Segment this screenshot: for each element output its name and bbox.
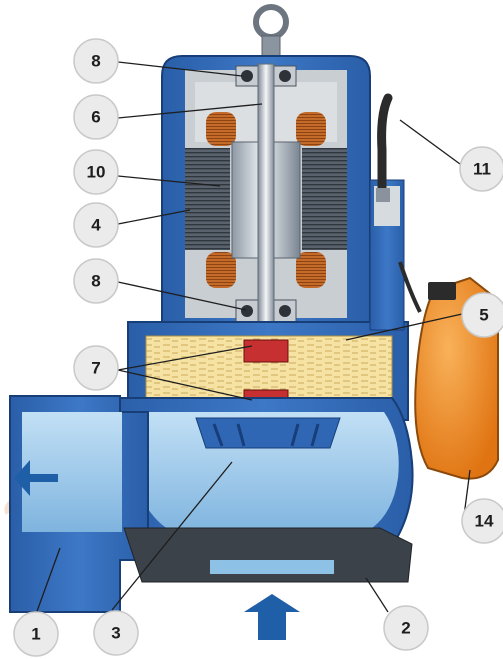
callout-circle — [383, 605, 429, 651]
callout-label: 4 — [91, 216, 101, 235]
leader-lines — [35, 61, 471, 615]
callout-circle — [73, 94, 119, 140]
cable-gland — [369, 93, 405, 331]
pump-volute — [109, 397, 414, 547]
callout-label: 5 — [479, 306, 488, 325]
callout-c8b: 8 — [73, 258, 119, 304]
callout-circle — [461, 292, 503, 338]
callout-label: 8 — [91, 52, 100, 71]
callout-c7: 7 — [73, 345, 119, 391]
callout-label: 8 — [91, 272, 100, 291]
callout-label: 10 — [87, 163, 106, 182]
inlet-flow-arrow — [244, 594, 300, 640]
callout-c6: 6 — [73, 94, 119, 140]
callout-circle — [73, 345, 119, 391]
callout-c14: 14 — [461, 498, 503, 544]
callout-c10: 10 — [73, 149, 119, 195]
callout-label: 14 — [475, 512, 494, 531]
callout-c4: 4 — [73, 202, 119, 248]
callout-c5: 5 — [461, 292, 503, 338]
discharge-arrow — [14, 460, 58, 496]
callout-c3: 3 — [93, 610, 139, 656]
callout-label: 11 — [473, 160, 491, 179]
callout-circle — [93, 610, 139, 656]
callout-label: 6 — [91, 108, 100, 127]
callout-c11: 11 — [459, 146, 503, 192]
discharge-outlet — [9, 395, 149, 613]
impeller — [195, 417, 341, 449]
callout-c1: 1 — [13, 611, 59, 657]
callout-circle — [459, 146, 503, 192]
callout-label: 1 — [31, 625, 40, 644]
base-suction — [123, 527, 413, 583]
callout-label: 2 — [401, 619, 410, 638]
callout-circle — [73, 149, 119, 195]
callout-circle — [13, 611, 59, 657]
callout-circle — [73, 202, 119, 248]
callout-circle — [73, 38, 119, 84]
callout-label: 7 — [91, 359, 100, 378]
upper-seal — [243, 339, 289, 363]
callout-circle — [461, 498, 503, 544]
callout-c2: 2 — [383, 605, 429, 651]
callout-circle — [73, 258, 119, 304]
callout-label: 3 — [111, 624, 120, 643]
callout-c8a: 8 — [73, 38, 119, 84]
callouts: 1 2 3 4 5 6 7 8 8 10 11 14 — [13, 38, 503, 657]
suction-inlet — [210, 560, 334, 574]
